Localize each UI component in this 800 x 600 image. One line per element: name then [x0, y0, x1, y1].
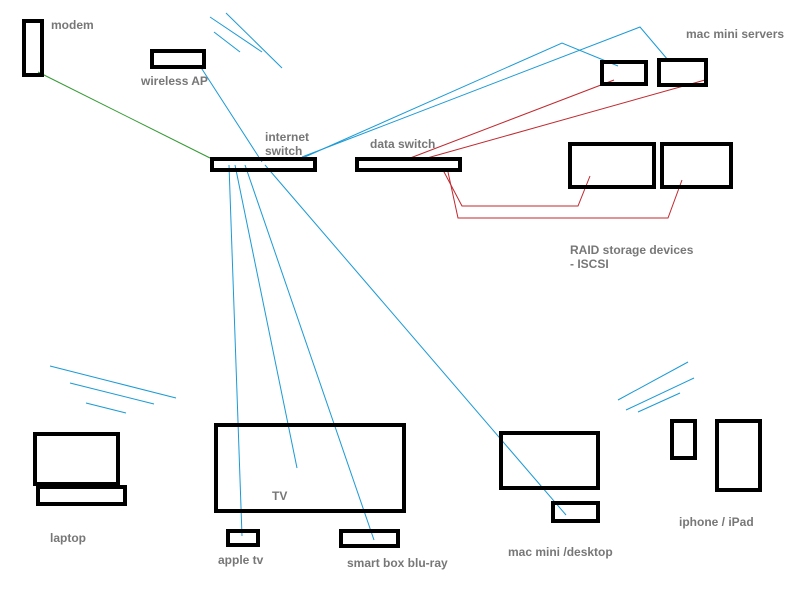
internet-switch-to-smart-box-link — [244, 164, 375, 541]
laptop-screen — [33, 432, 120, 486]
mac-mini-server-2 — [657, 58, 708, 87]
iphone-ipad-label: iphone / iPad — [679, 515, 754, 529]
internet-switch-to-server-1-link — [297, 42, 619, 161]
raid-storage-device-2 — [660, 142, 733, 189]
modem-to-internet-switch-link — [37, 71, 211, 159]
wireless-ap-signal — [209, 12, 283, 69]
wireless-ap-label: wireless AP — [141, 74, 208, 88]
laptop-label: laptop — [50, 531, 86, 545]
smart-box-label: smart box blu-ray — [347, 556, 448, 570]
tv-device — [214, 423, 406, 513]
mac-mini-desktop-monitor — [499, 431, 600, 490]
apple-tv-label: apple tv — [218, 553, 264, 567]
data-switch-to-server-2-link — [419, 79, 706, 161]
internet-switch-device — [210, 157, 317, 172]
tv-label: TV — [272, 489, 288, 503]
mac-mini-server-1 — [600, 60, 648, 86]
wireless-ap-to-internet-switch-link — [199, 65, 263, 163]
modem-device — [22, 19, 44, 77]
mac-mini-desktop-label: mac mini /desktop — [508, 545, 613, 559]
modem-label: modem — [51, 18, 94, 32]
connections — [37, 26, 706, 541]
wireless-ap-device — [150, 49, 206, 69]
internet-switch-to-tv-link — [234, 164, 298, 469]
mac-mini-servers-label: mac mini servers — [686, 27, 785, 41]
laptop-base — [36, 485, 127, 506]
iphone-ipad-signal — [617, 361, 695, 413]
internet-switch-to-apple-tv-link — [228, 164, 243, 537]
wifi-signal-strokes — [49, 12, 695, 414]
raid-storage-device-1 — [568, 142, 656, 189]
internet-switch-label: internet switch — [265, 130, 310, 158]
data-switch-to-raid-2-link — [447, 171, 683, 219]
laptop-signal — [49, 365, 177, 414]
ipad-device — [715, 419, 762, 492]
raid-storage-label: RAID storage devices - ISCSI — [570, 243, 694, 271]
smart-box-device — [339, 529, 400, 548]
data-switch-to-server-1-link — [404, 79, 615, 161]
data-switch-to-raid-1-link — [442, 169, 591, 207]
iphone-device — [670, 419, 697, 460]
devices — [22, 19, 762, 548]
internet-switch-to-server-2-link — [301, 26, 669, 158]
mac-mini-desktop-box — [551, 501, 600, 523]
apple-tv-device — [226, 529, 260, 547]
internet-switch-to-mac-mini-desktop-link — [264, 164, 567, 516]
data-switch-device — [355, 157, 462, 172]
data-switch-label: data switch — [370, 137, 436, 151]
